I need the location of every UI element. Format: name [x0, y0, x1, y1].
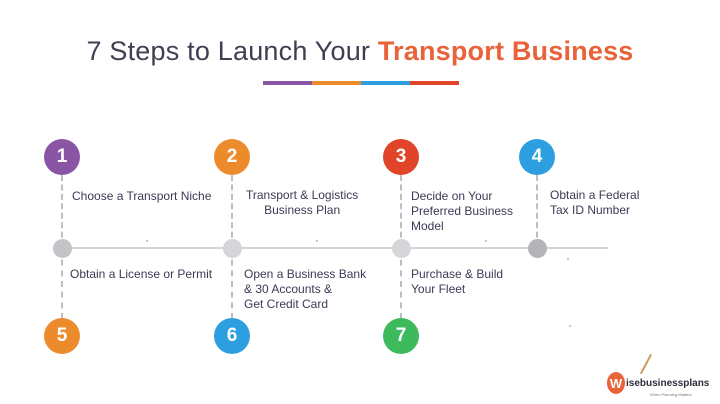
- decor-dot: [569, 325, 571, 327]
- step-label-6-line-3: Get Credit Card: [244, 297, 329, 311]
- connector-step-3: [400, 175, 402, 247]
- timeline-node-3: [392, 239, 411, 258]
- step-label-5: Obtain a License or Permit: [70, 267, 212, 282]
- connector-step-2: [231, 175, 233, 247]
- underline-segment-1: [263, 81, 312, 85]
- step-label-3-line-1: Decide on Your: [411, 189, 493, 203]
- timeline-line: [62, 247, 608, 249]
- step-label-7-line-1: Purchase & Build: [411, 267, 504, 281]
- step-label-4: Obtain a Federal Tax ID Number: [550, 188, 639, 218]
- step-label-6-line-1: Open a Business Bank: [244, 267, 367, 281]
- step-label-6-line-2: & 30 Accounts &: [244, 282, 333, 296]
- logo-tagline: When Planning Matters: [650, 392, 692, 397]
- connector-step-4: [536, 175, 538, 247]
- step-label-4-line-2: Tax ID Number: [550, 203, 631, 217]
- step-badge-4: 4: [519, 139, 555, 175]
- step-badge-7: 7: [383, 318, 419, 354]
- step-label-3: Decide on Your Preferred Business Model: [411, 189, 513, 234]
- step-label-3-line-3: Model: [411, 219, 444, 233]
- decor-dot: [567, 258, 569, 260]
- step-badge-1: 1: [44, 139, 80, 175]
- connector-step-6: [231, 249, 233, 319]
- step-label-2-line-2: Business Plan: [264, 203, 341, 217]
- connector-step-5: [61, 249, 63, 319]
- logo-mark: W: [607, 372, 625, 394]
- step-label-2: Transport & Logistics Business Plan: [246, 188, 358, 218]
- timeline-node-1: [53, 239, 72, 258]
- step-label-1-line-1: Choose a Transport Niche: [72, 189, 212, 203]
- step-badge-2: 2: [214, 139, 250, 175]
- step-badge-6: 6: [214, 318, 250, 354]
- decor-dot: [316, 240, 318, 242]
- step-label-2-line-1: Transport & Logistics: [246, 188, 359, 202]
- connector-step-7: [400, 249, 402, 319]
- connector-step-1: [61, 175, 63, 247]
- underline-segment-4: [410, 81, 459, 85]
- step-label-7: Purchase & Build Your Fleet: [411, 267, 503, 297]
- step-label-5-line-1: Obtain a License or Permit: [70, 267, 213, 281]
- timeline-node-4: [528, 239, 547, 258]
- step-label-4-line-1: Obtain a Federal: [550, 188, 640, 202]
- underline-segment-2: [312, 81, 361, 85]
- step-badge-5: 5: [44, 318, 80, 354]
- step-label-3-line-2: Preferred Business: [411, 204, 514, 218]
- step-label-1: Choose a Transport Niche: [72, 189, 211, 204]
- title-prefix: 7 Steps to Launch Your: [86, 36, 378, 66]
- decor-dot: [485, 240, 487, 242]
- logo-name: isebusinessplans: [626, 377, 710, 389]
- decor-dot: [146, 240, 148, 242]
- step-label-7-line-2: Your Fleet: [411, 282, 466, 296]
- title-underline: [263, 81, 459, 85]
- step-badge-3: 3: [383, 139, 419, 175]
- brand-logo: W isebusinessplans: [607, 372, 709, 394]
- page-title: 7 Steps to Launch Your Transport Busines…: [0, 36, 720, 67]
- step-label-6: Open a Business Bank & 30 Accounts & Get…: [244, 267, 366, 312]
- underline-segment-3: [361, 81, 410, 85]
- timeline-node-2: [223, 239, 242, 258]
- title-highlight: Transport Business: [377, 36, 634, 66]
